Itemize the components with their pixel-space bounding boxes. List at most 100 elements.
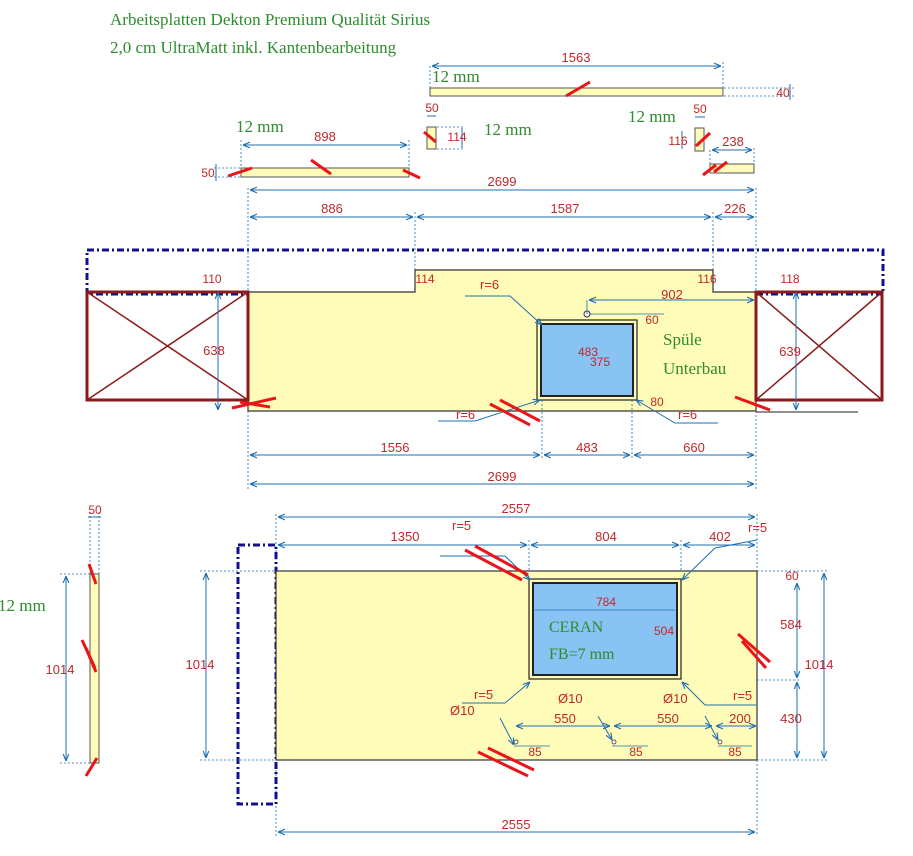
- edge-mark: [474, 544, 529, 577]
- dim-60: 60: [785, 569, 799, 583]
- hob-label-line1: CERAN: [549, 619, 604, 636]
- overall-dim-2699-top: 2699 886 1587 226: [247, 174, 757, 292]
- edge-mark: [702, 163, 717, 177]
- sink-label-line2: Unterbau: [663, 359, 727, 378]
- dim-114: 114: [447, 130, 466, 144]
- dim-639: 639: [779, 344, 801, 359]
- thickness-label: 12 mm: [628, 107, 676, 126]
- edge-mark: [565, 80, 591, 98]
- dim-226: 226: [724, 201, 746, 216]
- edge-mark: [464, 548, 523, 582]
- dim-1563: 1563: [562, 50, 591, 65]
- dim-238: 238: [722, 134, 744, 149]
- side-dims-hob: 1014 1014 584 430 60: [186, 569, 834, 761]
- edge-mark: [734, 395, 771, 412]
- dim-60: 60: [645, 313, 659, 327]
- edge-mark: [310, 158, 332, 176]
- dim-1350: 1350: [391, 529, 420, 544]
- backsplash-strip-1563: 1563 40: [429, 50, 795, 100]
- edge-mark: [477, 750, 529, 778]
- strip-50x116: 50 116: [668, 102, 712, 152]
- dim-1556: 1556: [381, 440, 410, 455]
- thickness-label: 12 mm: [0, 596, 46, 615]
- hole-diameter-label: Ø10: [450, 703, 475, 718]
- hob-label-line2: FB=7 mm: [549, 646, 615, 663]
- edge-mark: [487, 746, 535, 772]
- edge-mark: [499, 398, 541, 423]
- dim-50: 50: [693, 102, 707, 116]
- radius-label: r=5: [452, 518, 471, 533]
- dim-1014: 1014: [186, 657, 215, 672]
- dim-638: 638: [203, 343, 225, 358]
- hole-diameter-label: Ø10: [558, 691, 583, 706]
- dim-402: 402: [709, 529, 731, 544]
- dim-483: 483: [576, 440, 598, 455]
- dim-50: 50: [201, 166, 215, 180]
- edge-mark: [84, 757, 99, 777]
- dim-1587: 1587: [551, 201, 580, 216]
- edge-mark: [84, 647, 98, 673]
- bottom-dim-2555: 2555: [278, 760, 758, 836]
- edge-mark: [423, 130, 437, 144]
- strip-50x114: 50 114: [423, 101, 467, 150]
- hob-worktop-panel: [275, 570, 758, 761]
- dim-80: 80: [650, 395, 664, 409]
- dim-784: 784: [596, 595, 616, 609]
- dim-116: 116: [697, 272, 716, 286]
- sink-cutout: 483 375: [536, 319, 638, 401]
- dim-85: 85: [728, 745, 742, 759]
- dim-2699: 2699: [488, 469, 517, 484]
- dim-902: 902: [661, 287, 683, 302]
- dim-118: 118: [780, 272, 799, 286]
- radius-label: r=5: [474, 687, 493, 702]
- sink-label-line1: Spüle: [663, 330, 702, 349]
- drawing-title-line2: 2,0 cm UltraMatt inkl. Kantenbearbeitung: [110, 38, 397, 57]
- strip-898: 898 50: [201, 129, 421, 181]
- radius-label: r=5: [733, 688, 752, 703]
- dim-1014: 1014: [805, 657, 834, 672]
- wall-outline: [236, 543, 278, 806]
- dim-660: 660: [683, 440, 705, 455]
- dim-550: 550: [657, 711, 679, 726]
- dim-550: 550: [554, 711, 576, 726]
- dim-2555: 2555: [502, 817, 531, 832]
- dim-886: 886: [321, 201, 343, 216]
- edge-mark: [713, 160, 728, 174]
- dim-584: 584: [780, 617, 802, 632]
- cabinet-right: [754, 290, 884, 402]
- dim-85: 85: [629, 745, 643, 759]
- dim-40: 40: [776, 86, 790, 100]
- dim-804: 804: [595, 529, 617, 544]
- edge-mark: [694, 131, 712, 148]
- edge-mark: [239, 400, 271, 409]
- thickness-label: 12 mm: [432, 67, 480, 86]
- thickness-label: 12 mm: [484, 120, 532, 139]
- dim-2557: 2557: [502, 501, 531, 516]
- radius-label: r=6: [480, 277, 499, 292]
- radius-label: r=5: [748, 520, 767, 535]
- strip-238: 238: [702, 134, 755, 177]
- top-dims-hob: 2557 1350 804 402: [275, 501, 758, 836]
- dim-898: 898: [314, 129, 336, 144]
- radius-label: r=6: [678, 407, 697, 422]
- edge-mark: [737, 632, 771, 664]
- edge-mark: [227, 166, 253, 178]
- edge-mark: [402, 168, 421, 180]
- dim-200: 200: [729, 711, 751, 726]
- dim-116: 116: [668, 134, 687, 148]
- dim-504: 504: [654, 624, 674, 638]
- dim-375: 375: [590, 355, 610, 369]
- thickness-label: 12 mm: [236, 117, 284, 136]
- dim-110: 110: [202, 272, 221, 286]
- edge-mark: [489, 402, 531, 427]
- drawing-title-line1: Arbeitsplatten Dekton Premium Qualität S…: [110, 10, 431, 29]
- dim-2699: 2699: [488, 174, 517, 189]
- dim-50: 50: [88, 503, 102, 517]
- dim-1014: 1014: [46, 662, 75, 677]
- edge-mark: [87, 563, 98, 585]
- dim-85: 85: [528, 745, 542, 759]
- dim-50: 50: [425, 101, 439, 115]
- dim-114: 114: [415, 272, 434, 286]
